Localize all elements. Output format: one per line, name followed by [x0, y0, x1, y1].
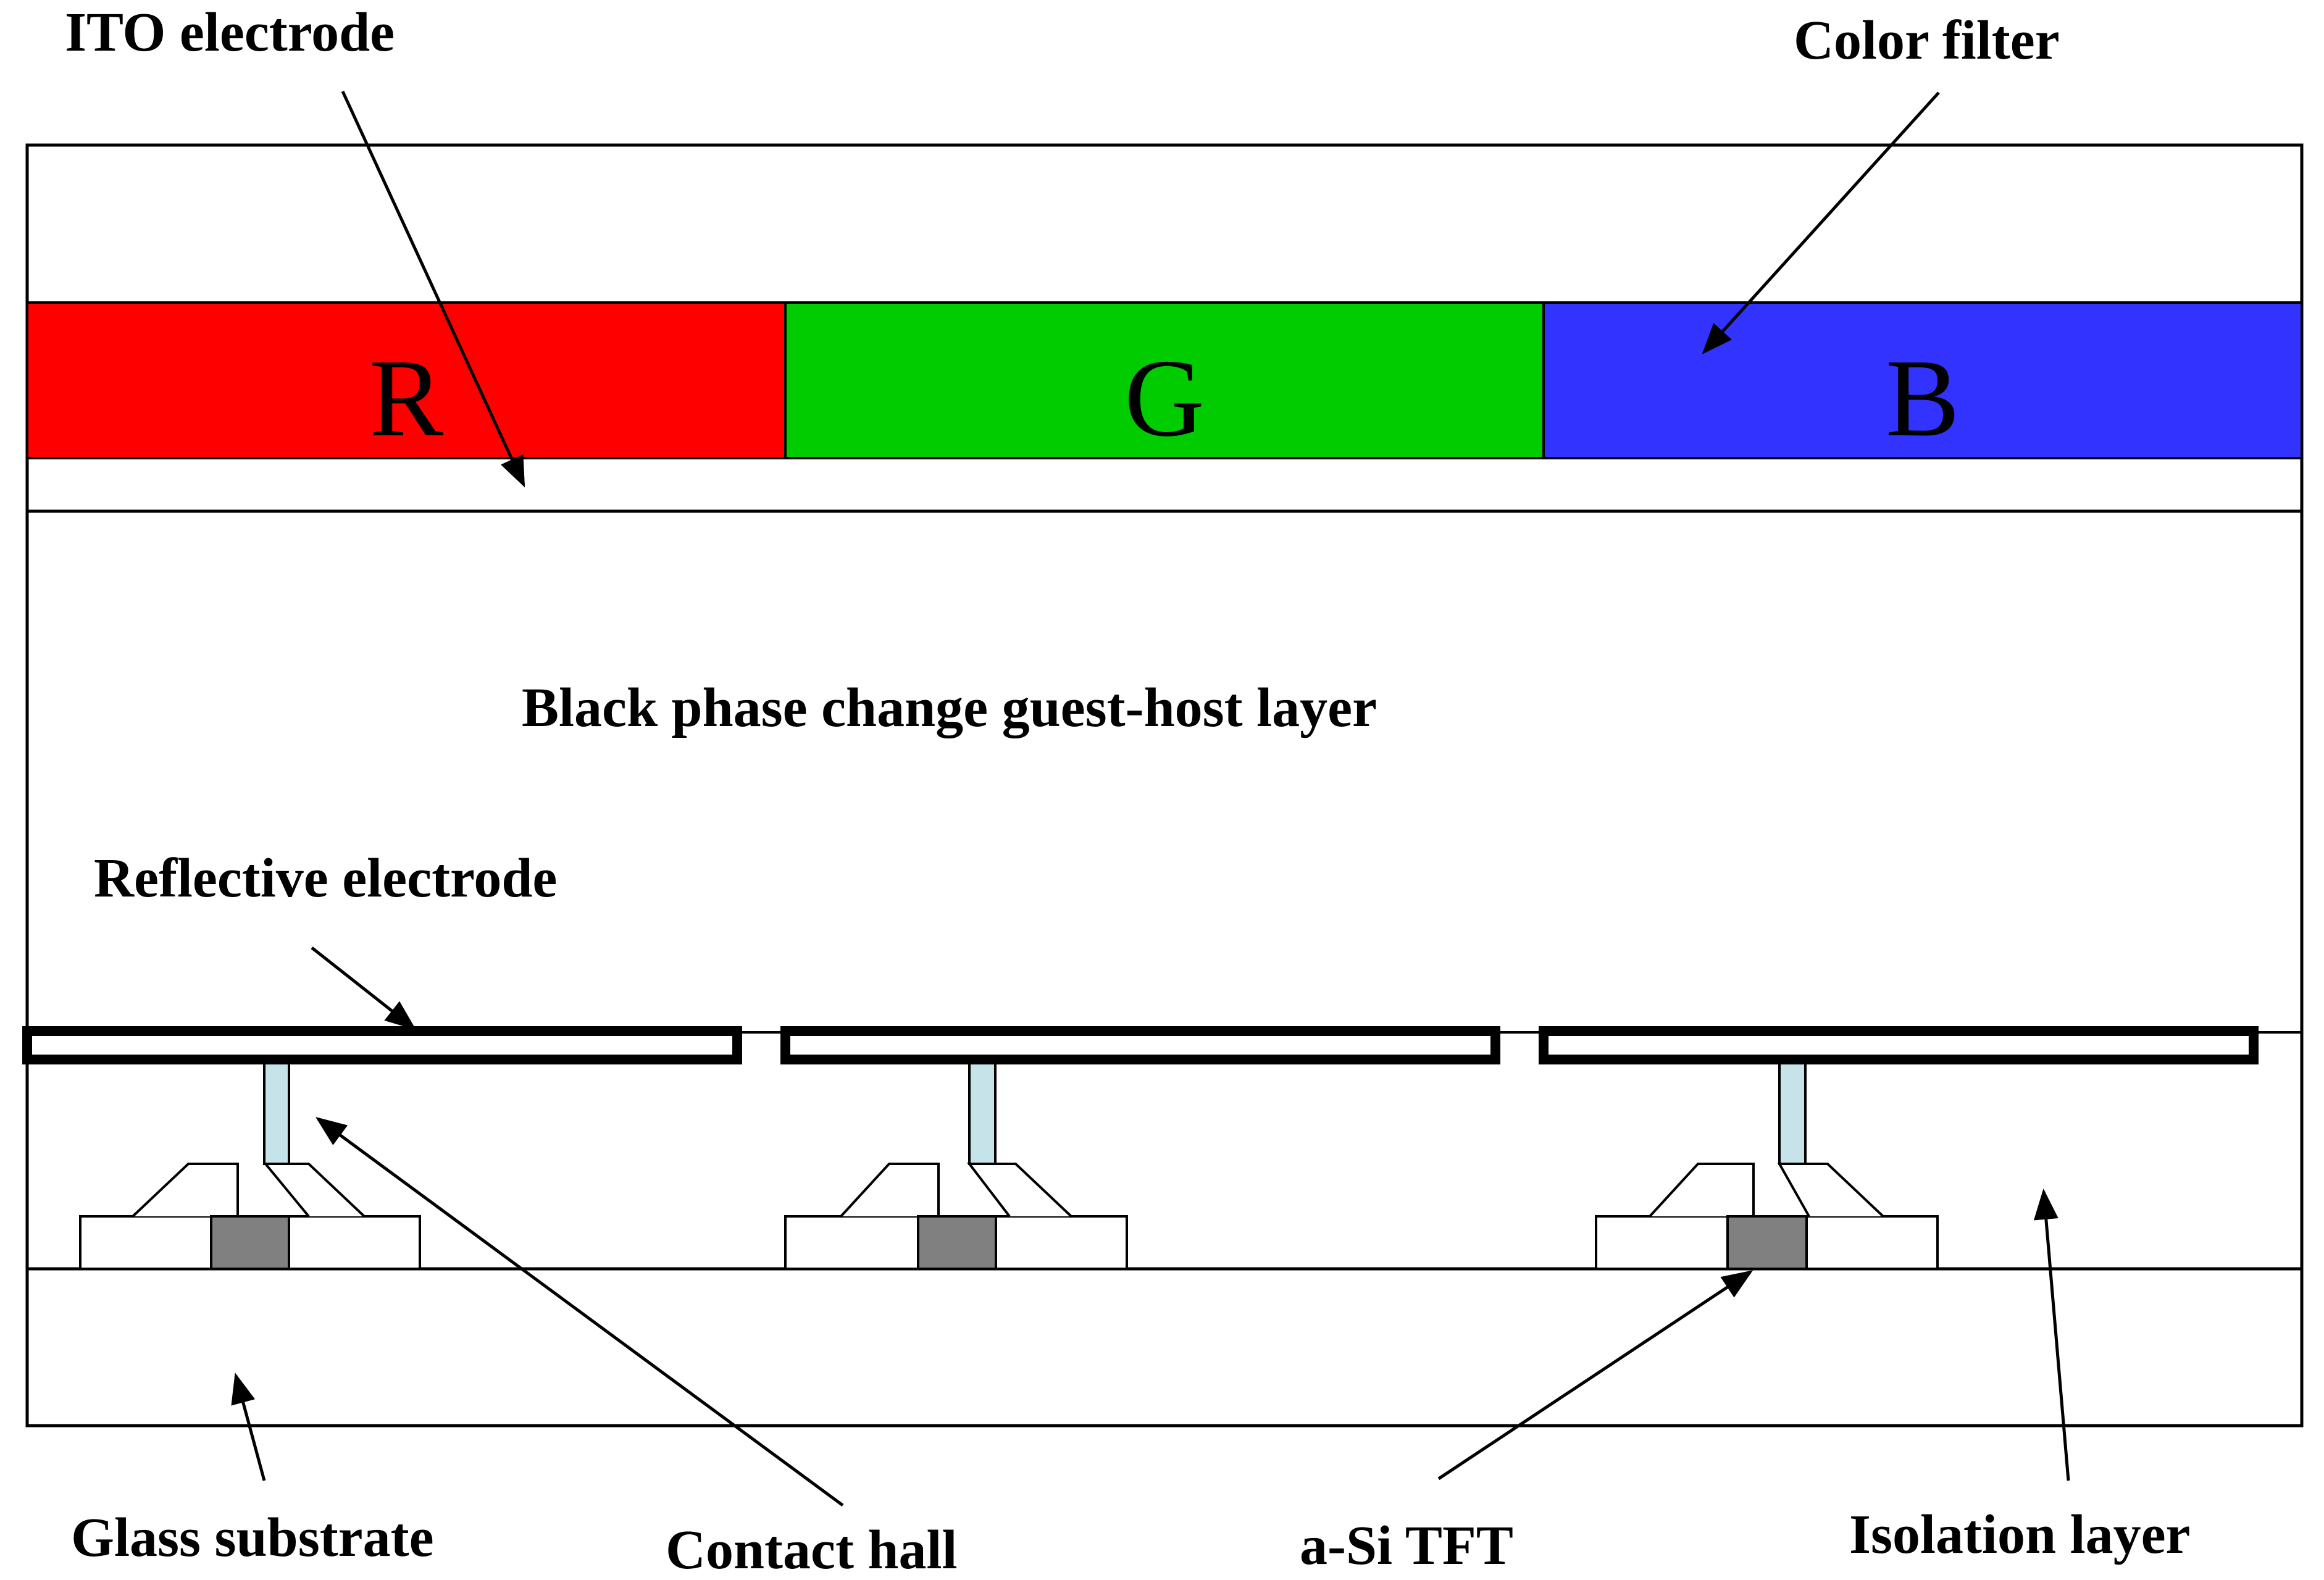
asi-tft-arrow — [1437, 1270, 1753, 1481]
reflective-electrode-arrow — [311, 947, 416, 1030]
contact-hall-label: Contact hall — [666, 1519, 958, 1580]
filter-blue-cell — [1542, 301, 2303, 459]
ito-electrode-arrow — [341, 90, 525, 488]
color-filter-strip: R G B — [26, 301, 2303, 459]
tft-channel-2 — [917, 1215, 997, 1270]
reflective-electrode-label: Reflective electrode — [94, 848, 557, 909]
pixel-2 — [780, 1026, 1500, 1270]
filter-blue-letter: B — [1886, 336, 1960, 459]
contact-via-1 — [263, 1058, 290, 1165]
glass-substrate-arrow — [231, 1373, 266, 1481]
pixel-3 — [1539, 1026, 2259, 1270]
color-filter-label: Color filter — [1794, 10, 2060, 71]
tft-source-1 — [132, 1163, 239, 1218]
tft-channel-3 — [1726, 1215, 1808, 1270]
tft-source-2 — [840, 1163, 940, 1218]
reflective-electrode-1 — [22, 1026, 742, 1064]
filter-green-cell — [784, 301, 1545, 459]
reflective-electrode-2 — [780, 1026, 1500, 1064]
asi-tft-label: a-Si TFT — [1300, 1515, 1513, 1576]
panel-frame — [25, 143, 2304, 1427]
filter-red-letter: R — [369, 336, 443, 459]
tft-source-3 — [1649, 1163, 1755, 1218]
ito-electrode-label: ITO electrode — [65, 2, 395, 63]
color-filter-arrow — [1702, 91, 1940, 354]
isolation-layer-arrow — [2033, 1189, 2070, 1481]
contact-via-3 — [1778, 1058, 1807, 1165]
tft-drain-3 — [1777, 1163, 1884, 1218]
contact-via-2 — [968, 1058, 997, 1165]
filter-green-letter: G — [1124, 336, 1205, 459]
isolation-layer-label: Isolation layer — [1849, 1504, 2190, 1565]
glass-substrate-label: Glass substrate — [71, 1507, 434, 1568]
guest-host-layer-label: Black phase change guest-host layer — [522, 677, 1377, 738]
tft-channel-1 — [210, 1215, 290, 1270]
tft-drain-1 — [262, 1163, 366, 1218]
filter-red-cell — [26, 301, 787, 459]
tft-drain-2 — [966, 1163, 1072, 1218]
reflective-electrode-3 — [1539, 1026, 2259, 1064]
pixel-1 — [22, 1026, 742, 1270]
contact-hall-arrow — [315, 1117, 844, 1507]
